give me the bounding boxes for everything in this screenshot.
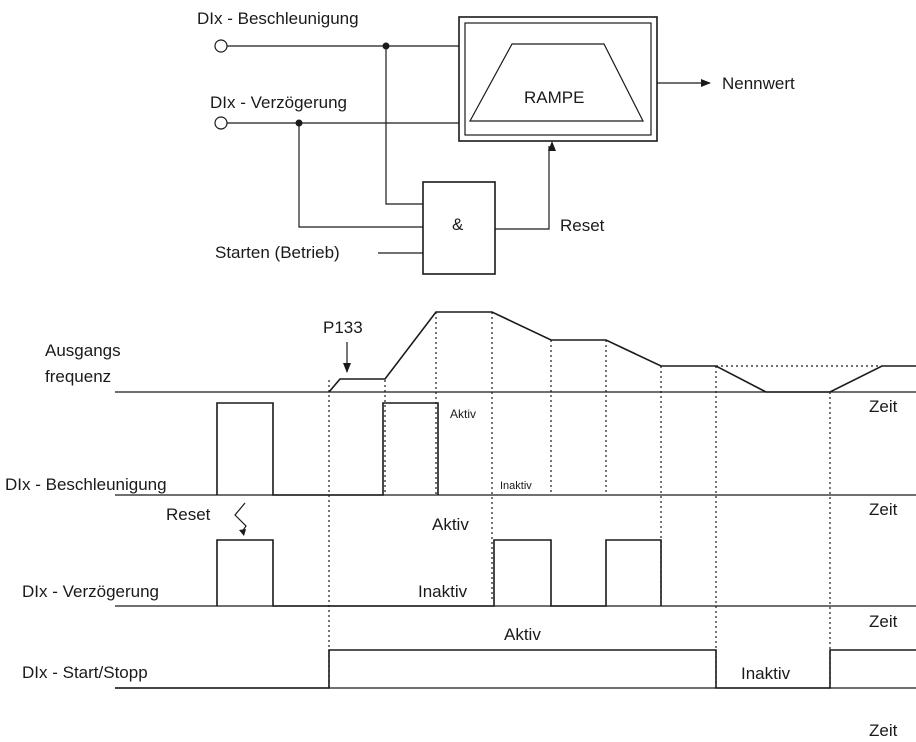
accel-row-label: DIx - Beschleunigung <box>5 475 167 494</box>
ramp-box-inner <box>464 22 652 136</box>
ramp-trapezoid <box>468 43 644 122</box>
timing-diagram: Ausgangs frequenz P133 Zeit DIx - Beschl… <box>5 311 916 740</box>
input-terminal-accel <box>214 39 228 53</box>
reset-row-label: Reset <box>166 505 211 524</box>
block-reset-label: Reset <box>560 216 605 235</box>
block-input-start-label: Starten (Betrieb) <box>215 243 340 262</box>
time-label-1: Zeit <box>869 397 898 416</box>
start-stop-inaktiv-label: Inaktiv <box>741 664 791 683</box>
block-output-label: Nennwert <box>722 74 795 93</box>
block-diagram: DIx - Beschleunigung DIx - Verzögerung S… <box>197 9 795 275</box>
time-markers <box>328 312 882 688</box>
accel-trace <box>216 402 439 496</box>
input-terminal-decel <box>214 116 228 130</box>
wire-accel-to-gate <box>385 46 423 205</box>
wire-decel-to-gate <box>298 123 423 228</box>
output-freq-label-2: frequenz <box>45 367 111 386</box>
accel-aktiv-label: Aktiv <box>450 407 476 421</box>
decel-inaktiv-label: Inaktiv <box>418 582 468 601</box>
output-freq-label-1: Ausgangs <box>45 341 121 360</box>
time-label-3: Zeit <box>869 612 898 631</box>
and-gate-box <box>422 181 496 275</box>
block-input-accel-label: DIx - Beschleunigung <box>197 9 359 28</box>
reset-squiggle-arrow-icon <box>239 529 246 536</box>
wire-reset <box>495 141 556 230</box>
time-label-2: Zeit <box>869 500 898 519</box>
output-freq-trace <box>328 311 916 393</box>
and-gate-symbol: & <box>452 215 464 234</box>
start-stop-row-label: DIx - Start/Stopp <box>22 663 148 682</box>
decel-aktiv-label: Aktiv <box>432 515 469 534</box>
ramp-label: RAMPE <box>524 88 584 107</box>
start-stop-aktiv-label: Aktiv <box>504 625 541 644</box>
accel-inaktiv-label: Inaktiv <box>500 480 532 492</box>
p133-label: P133 <box>323 318 363 337</box>
start-stop-trace <box>115 649 916 689</box>
reset-squiggle-icon <box>234 502 247 533</box>
decel-row-label: DIx - Verzögerung <box>22 582 159 601</box>
decel-trace <box>216 539 662 607</box>
time-label-4: Zeit <box>869 721 898 740</box>
block-input-decel-label: DIx - Verzögerung <box>210 93 347 112</box>
ramp-box-outer <box>458 16 658 142</box>
